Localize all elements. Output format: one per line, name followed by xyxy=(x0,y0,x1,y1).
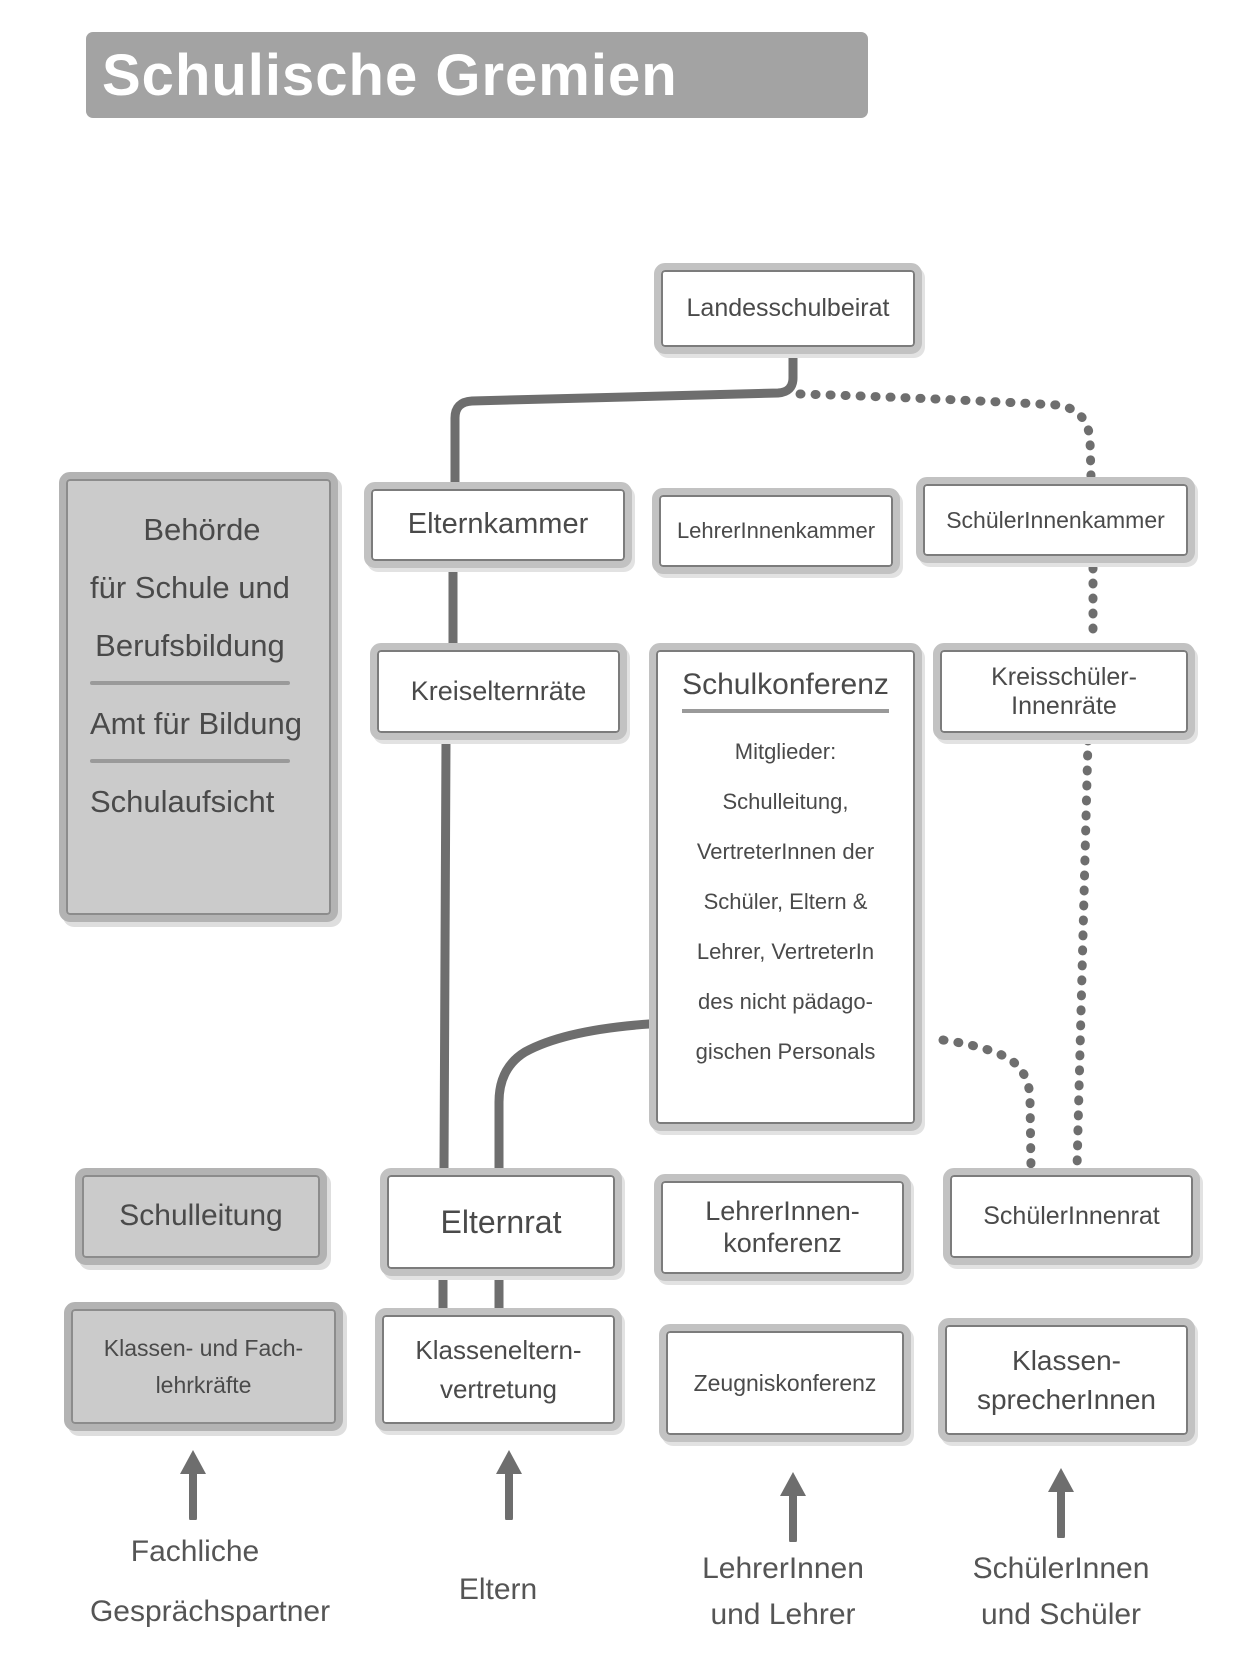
node-label: konferenz xyxy=(723,1227,842,1258)
dotted-kreisschueler-schuelerinnenrat xyxy=(1072,735,1093,1173)
node-lehrerinnenkammer: LehrerInnenkammer xyxy=(652,488,900,574)
source-label-line: LehrerInnen xyxy=(702,1552,864,1585)
source-label-line: und Schüler xyxy=(980,1598,1142,1631)
node-label: lehrkräfte xyxy=(155,1371,252,1398)
node-label: Zeugniskonferenz xyxy=(693,1369,877,1396)
schulkonferenz-member-line: Lehrer, VertreterIn xyxy=(696,938,875,964)
node-klassensprecherinnen: Klassen- sprecherInnen xyxy=(938,1318,1195,1442)
source-lehrerinnen-und-lehrer: LehrerInnen und Lehrer xyxy=(668,1546,898,1638)
connector-kreiselternraete-elternrat xyxy=(439,735,451,1173)
up-arrow-icon xyxy=(780,1472,806,1542)
schulkonferenz-member-line: VertreterInnen der xyxy=(696,838,875,864)
schulkonferenz-member-line: Schüler, Eltern & xyxy=(703,888,868,914)
node-lehrerinnenkonferenz: LehrerInnen- konferenz xyxy=(654,1174,911,1281)
dotted-landesschulbeirat-schuelerinnenkammer xyxy=(795,389,1096,482)
behoerde-line: Behörde xyxy=(143,512,261,547)
connector-landesschulbeirat-elternkammer xyxy=(450,349,798,487)
amt-label: Amt für Bildung xyxy=(90,706,302,741)
connector-schulkonferenz-elternrat xyxy=(494,1019,654,1173)
node-label: vertretung xyxy=(439,1373,558,1404)
up-arrow-icon xyxy=(496,1450,522,1520)
node-label: Klassen- xyxy=(1012,1344,1121,1376)
dotted-schulkonferenz-schuelerinnenrat xyxy=(938,1035,1036,1173)
behoerde-line: für Schule und xyxy=(90,570,290,605)
node-landesschulbeirat: Landesschulbeirat xyxy=(654,263,922,354)
node-label: Elternrat xyxy=(440,1203,562,1240)
node-label: Schulleitung xyxy=(119,1199,283,1233)
node-label: Innenräte xyxy=(1011,691,1117,720)
amt-group: Amt für Bildung xyxy=(90,695,302,753)
node-behoerde-panel: Behörde für Schule und Berufsbildung Amt… xyxy=(59,472,338,922)
source-label-line: und Lehrer xyxy=(710,1598,856,1631)
behoerde-group: Behörde für Schule und Berufsbildung xyxy=(90,501,290,675)
schulaufsicht-group: Schulaufsicht xyxy=(90,773,274,831)
node-schuelerinnenrat: SchülerInnenrat xyxy=(943,1168,1200,1265)
node-label: Kreiselternräte xyxy=(410,675,587,706)
node-kreiselternraete: Kreiselternräte xyxy=(370,643,627,740)
source-fachliche-gespraechspartner: Fachliche Gesprächspartner xyxy=(60,1522,360,1642)
source-label-line: Eltern xyxy=(458,1573,538,1606)
page-title: Schulische Gremien xyxy=(102,42,678,108)
node-label: SchülerInnenrat xyxy=(983,1202,1160,1231)
node-label: Landesschulbeirat xyxy=(686,294,890,323)
node-klassenelternvertretung: Klasseneltern- vertretung xyxy=(375,1308,622,1431)
node-kreisschuelerinnenraete: Kreisschüler- Innenräte xyxy=(933,643,1195,740)
schulaufsicht-label: Schulaufsicht xyxy=(90,784,275,819)
schulkonferenz-member-line: Mitglieder: xyxy=(734,738,837,764)
node-label: LehrerInnenkammer xyxy=(676,518,876,544)
schulkonferenz-member-line: Schulleitung, xyxy=(722,788,849,814)
source-label-line: SchülerInnen xyxy=(972,1552,1150,1585)
title-bar: Schulische Gremien xyxy=(86,32,868,118)
node-schuelerinnenkammer: SchülerInnenkammer xyxy=(916,477,1195,563)
schulkonferenz-member-line: gischen Personals xyxy=(695,1038,876,1064)
source-label-line: Gesprächspartner xyxy=(89,1595,331,1628)
source-label-line: Fachliche xyxy=(130,1535,260,1568)
source-schuelerinnen-und-schueler: SchülerInnen und Schüler xyxy=(936,1546,1186,1638)
schulkonferenz-title: Schulkonferenz xyxy=(682,668,889,713)
node-schulleitung: Schulleitung xyxy=(75,1168,327,1265)
node-label: Klasseneltern- xyxy=(415,1334,582,1365)
node-schulkonferenz: Schulkonferenz Mitglieder: Schulleitung,… xyxy=(649,643,922,1131)
schulkonferenz-member-line: des nicht pädago- xyxy=(698,988,873,1014)
node-elternrat: Elternrat xyxy=(380,1168,622,1276)
node-label: Kreisschüler- xyxy=(991,662,1137,691)
divider xyxy=(90,681,290,685)
source-eltern: Eltern xyxy=(398,1560,598,1620)
node-label: Elternkammer xyxy=(407,508,589,541)
node-label: LehrerInnen- xyxy=(705,1196,860,1227)
node-label: sprecherInnen xyxy=(976,1384,1156,1415)
up-arrow-icon xyxy=(180,1450,206,1520)
node-elternkammer: Elternkammer xyxy=(364,482,632,568)
node-label: SchülerInnenkammer xyxy=(946,506,1165,533)
divider xyxy=(90,759,290,763)
behoerde-line: Berufsbildung xyxy=(95,628,285,663)
up-arrow-icon xyxy=(1048,1468,1074,1538)
node-klassen-fachlehrkraefte: Klassen- und Fach- lehrkräfte xyxy=(64,1302,343,1431)
node-label: Klassen- und Fach- xyxy=(103,1334,304,1361)
node-zeugniskonferenz: Zeugniskonferenz xyxy=(659,1324,911,1442)
